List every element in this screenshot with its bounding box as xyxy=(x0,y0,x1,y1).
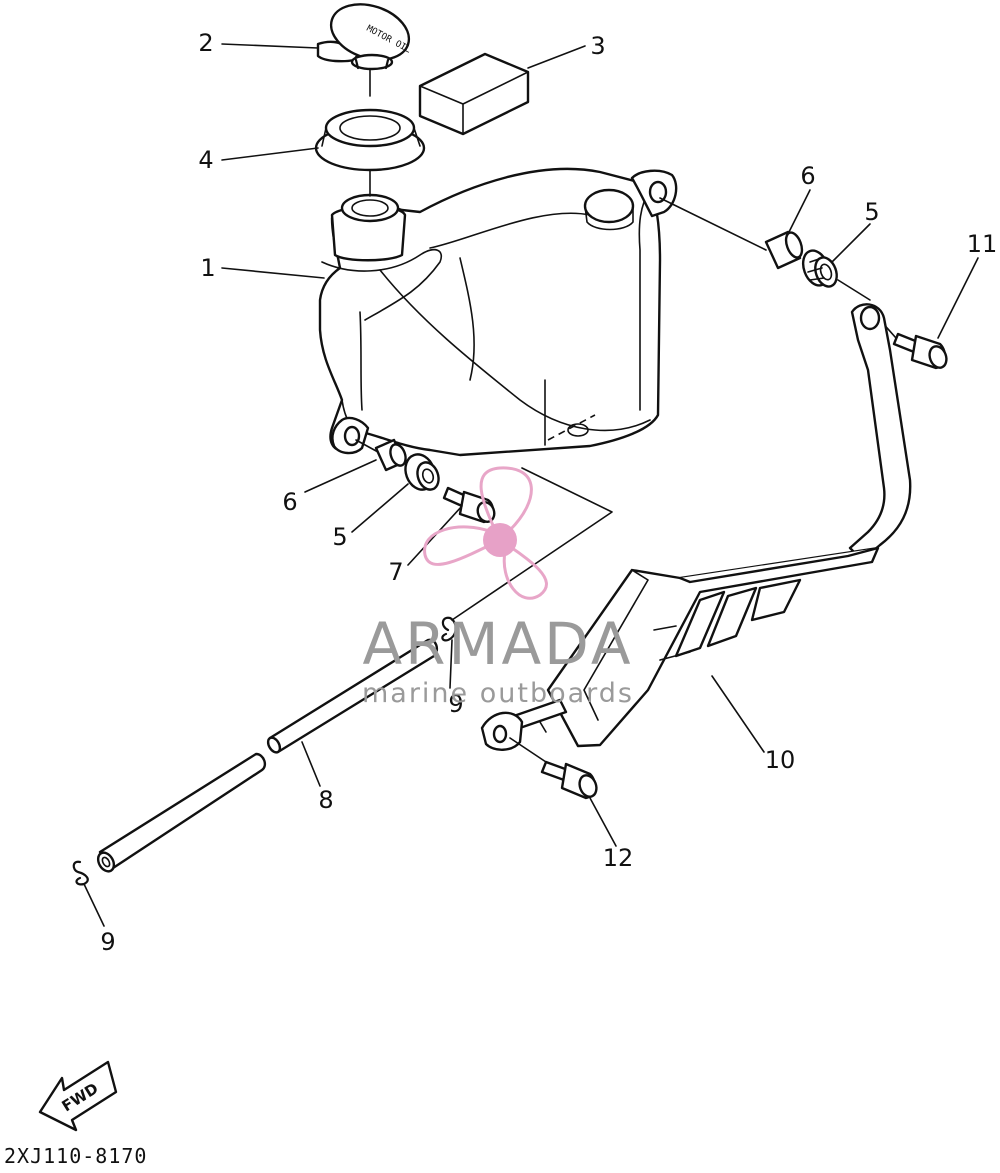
watermark-tagline: marine outboards xyxy=(362,678,634,709)
oil-hose xyxy=(96,638,439,873)
hose-clip-upper xyxy=(441,616,457,642)
callout-4: 4 xyxy=(198,146,213,174)
callout-5-upper: 5 xyxy=(864,198,879,226)
fwd-arrow: FWD xyxy=(38,1060,118,1132)
callout-7: 7 xyxy=(388,558,403,586)
watermark: ARMADA marine outboards xyxy=(362,466,634,709)
callout-9-lower: 9 xyxy=(100,928,115,956)
callout-6-lower: 6 xyxy=(282,488,297,516)
callout-numbers: 2 3 4 1 6 5 7 6 5 11 9 8 9 10 12 xyxy=(100,29,997,956)
oil-tank xyxy=(318,167,678,457)
callout-11: 11 xyxy=(967,230,998,258)
callout-3: 3 xyxy=(590,32,605,60)
callout-2: 2 xyxy=(198,29,213,57)
collar-upper xyxy=(764,230,804,270)
grommet-upper xyxy=(801,249,838,288)
callout-5-lower: 5 xyxy=(332,523,347,551)
hose-clip-lower xyxy=(72,860,89,886)
leader-lines xyxy=(83,43,979,927)
filler-grommet xyxy=(314,108,426,197)
bolt-12 xyxy=(540,760,598,800)
drawing-code: 2XJ110-8170 xyxy=(4,1144,147,1168)
tank-bracket xyxy=(480,303,912,751)
bolt-11 xyxy=(892,332,948,370)
collar-lower xyxy=(374,438,407,472)
propeller-logo-icon xyxy=(423,466,548,600)
callout-1: 1 xyxy=(200,254,215,282)
callout-9-upper: 9 xyxy=(448,690,463,718)
callout-8: 8 xyxy=(318,786,333,814)
watermark-brand: ARMADA xyxy=(362,610,633,678)
sponge-pad xyxy=(418,52,530,136)
grommet-lower xyxy=(404,453,440,491)
oil-tank-cap: MOTOR OIL xyxy=(316,3,412,97)
callout-12: 12 xyxy=(603,844,634,872)
callout-10: 10 xyxy=(765,746,796,774)
callout-6-upper: 6 xyxy=(800,162,815,190)
